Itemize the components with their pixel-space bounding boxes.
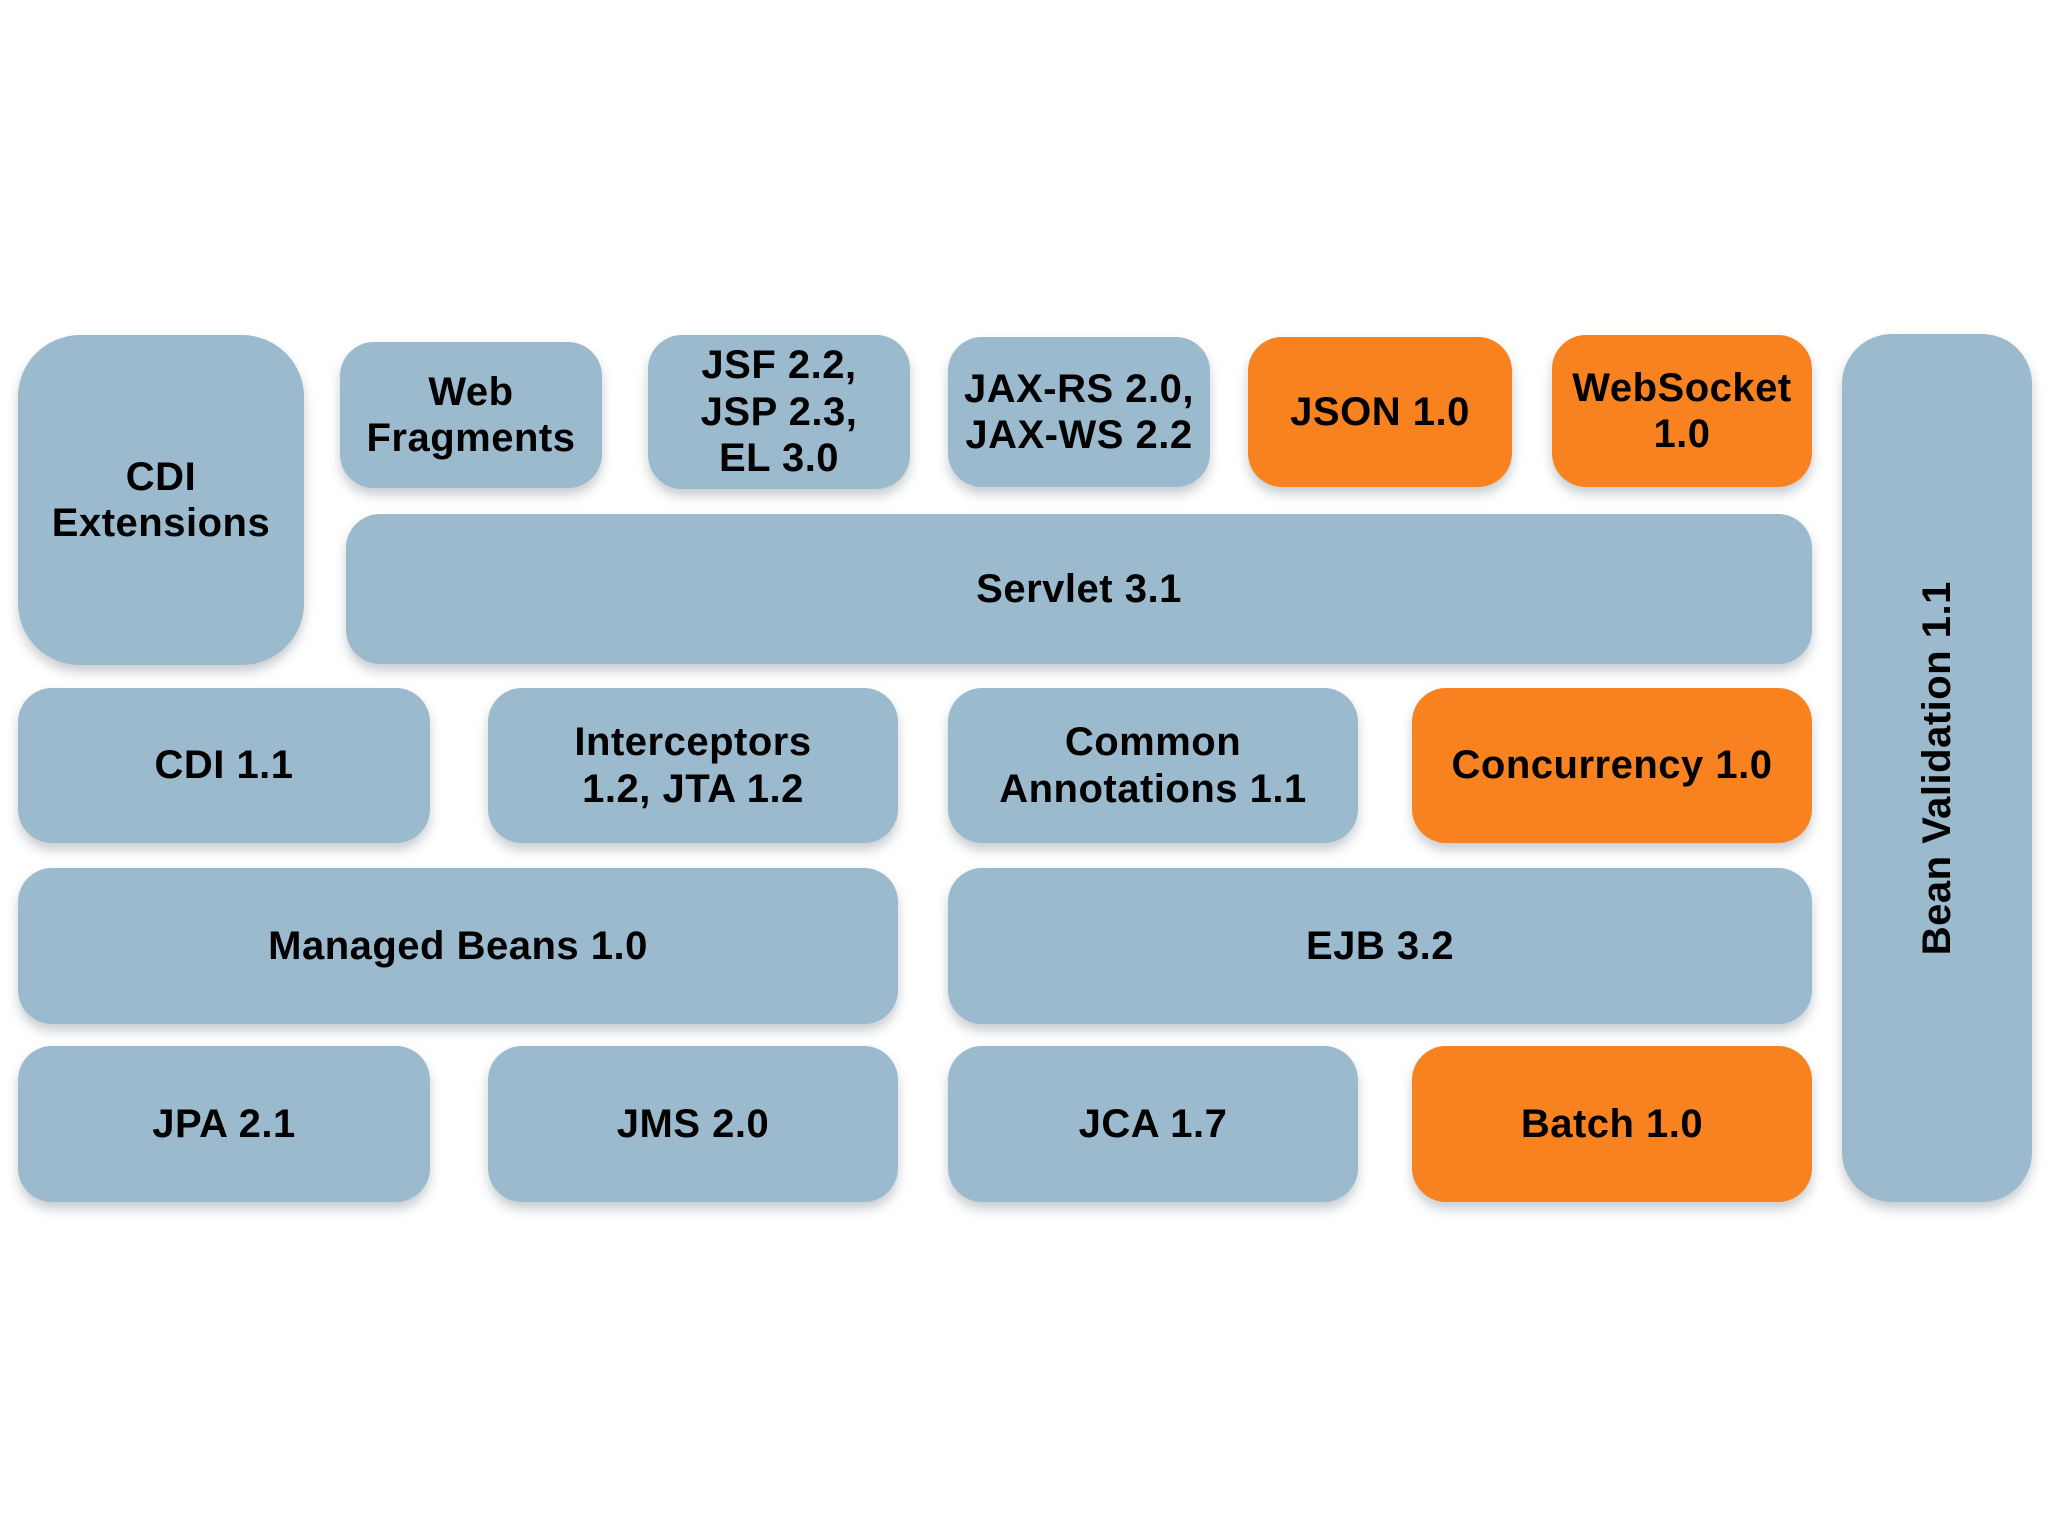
- block-common-annotations-label: Common Annotations 1.1: [999, 720, 1307, 811]
- block-ejb: EJB 3.2: [948, 868, 1812, 1024]
- block-servlet-label: Servlet 3.1: [976, 566, 1182, 611]
- block-jms-label: JMS 2.0: [616, 1101, 770, 1146]
- block-cdi-label: CDI 1.1: [154, 743, 294, 788]
- block-json-label: JSON 1.0: [1290, 389, 1470, 434]
- block-cdi: CDI 1.1: [18, 688, 430, 843]
- block-batch-label: Batch 1.0: [1520, 1101, 1704, 1146]
- block-websocket: WebSocket 1.0: [1552, 335, 1812, 487]
- block-interceptors-jta-label: Interceptors 1.2, JTA 1.2: [574, 720, 812, 811]
- block-cdi-extensions-label: CDI Extensions: [51, 454, 271, 545]
- block-web-fragments: Web Fragments: [340, 342, 602, 488]
- block-jax-rs-jax-ws: JAX-RS 2.0, JAX-WS 2.2: [948, 337, 1210, 487]
- block-jsf-jsp-el-label: JSF 2.2, JSP 2.3, EL 3.0: [700, 343, 858, 481]
- block-jca: JCA 1.7: [948, 1046, 1358, 1202]
- block-servlet: Servlet 3.1: [346, 514, 1812, 664]
- block-jax-rs-jax-ws-label: JAX-RS 2.0, JAX-WS 2.2: [963, 366, 1195, 457]
- block-common-annotations: Common Annotations 1.1: [948, 688, 1358, 843]
- block-web-fragments-label: Web Fragments: [366, 369, 576, 460]
- block-concurrency-label: Concurrency 1.0: [1451, 743, 1773, 788]
- block-cdi-extensions: CDI Extensions: [18, 335, 304, 665]
- block-jca-label: JCA 1.7: [1078, 1101, 1228, 1146]
- block-managed-beans: Managed Beans 1.0: [18, 868, 898, 1024]
- block-json: JSON 1.0: [1248, 337, 1512, 487]
- block-jpa: JPA 2.1: [18, 1046, 430, 1202]
- block-batch: Batch 1.0: [1412, 1046, 1812, 1202]
- block-bean-validation-label: Bean Validation 1.1: [1914, 580, 1959, 956]
- block-interceptors-jta: Interceptors 1.2, JTA 1.2: [488, 688, 898, 843]
- block-websocket-label: WebSocket 1.0: [1572, 365, 1792, 456]
- block-jpa-label: JPA 2.1: [152, 1101, 296, 1146]
- block-jms: JMS 2.0: [488, 1046, 898, 1202]
- block-managed-beans-label: Managed Beans 1.0: [268, 923, 648, 968]
- block-concurrency: Concurrency 1.0: [1412, 688, 1812, 843]
- block-jsf-jsp-el: JSF 2.2, JSP 2.3, EL 3.0: [648, 335, 910, 489]
- block-bean-validation: Bean Validation 1.1: [1842, 334, 2032, 1202]
- block-ejb-label: EJB 3.2: [1305, 923, 1455, 968]
